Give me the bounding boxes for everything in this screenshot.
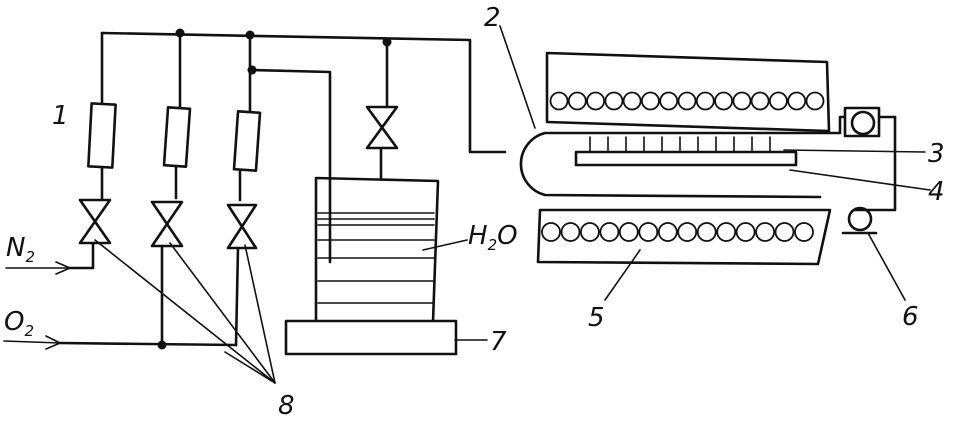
valve-middle bbox=[150, 200, 184, 248]
furnace-heater-bottom bbox=[536, 208, 832, 266]
heater-coil-turn bbox=[541, 222, 561, 242]
heater-coil-turn bbox=[638, 222, 659, 242]
heater-coil-turn bbox=[580, 222, 600, 242]
heater-coil-turn bbox=[618, 222, 639, 242]
heater-coil-turn bbox=[677, 91, 697, 111]
flowmeter-right bbox=[232, 110, 262, 172]
heater-coil-turn bbox=[560, 222, 581, 242]
flowmeter-middle bbox=[162, 106, 192, 168]
label-1: 1 bbox=[52, 101, 69, 131]
reactor-tube bbox=[519, 115, 897, 212]
valve-vapor bbox=[365, 105, 399, 150]
heater-coil-turn bbox=[805, 91, 825, 111]
label-4: 4 bbox=[928, 177, 945, 207]
heater-coil-turn bbox=[657, 222, 678, 242]
pipe-junctions bbox=[157, 28, 392, 350]
furnace-heater-top bbox=[545, 51, 831, 133]
inlet-arrows bbox=[3, 261, 71, 350]
label-n2: N2 bbox=[6, 233, 35, 266]
label-h2o: H2O bbox=[468, 221, 518, 254]
water-surface-lines bbox=[317, 212, 435, 304]
label-5: 5 bbox=[588, 303, 605, 333]
heater-coil-turn bbox=[599, 222, 620, 242]
heater-coil-turn bbox=[659, 91, 679, 111]
heater-coil-turn bbox=[549, 91, 569, 111]
water-bubbler bbox=[314, 176, 440, 324]
heater-coil-turn bbox=[586, 91, 605, 111]
heater-coil-turn bbox=[622, 91, 642, 111]
gas-piping bbox=[58, 31, 507, 347]
label-2: 2 bbox=[484, 3, 501, 33]
flowmeter-n2 bbox=[87, 102, 117, 169]
heater-coil-turn bbox=[787, 91, 807, 111]
label-7: 7 bbox=[490, 327, 507, 357]
wafer-boat bbox=[574, 150, 798, 167]
heater-coil-turn bbox=[769, 91, 788, 111]
heater-coil-turn bbox=[755, 222, 775, 242]
wafers bbox=[589, 136, 771, 153]
reactor-seal bbox=[841, 106, 881, 235]
bubbler-heater bbox=[284, 319, 458, 356]
heater-coil-turn bbox=[695, 91, 715, 111]
heater-coil-turn bbox=[567, 91, 587, 111]
flowmeters bbox=[87, 102, 262, 172]
heater-coil-turn bbox=[716, 222, 737, 242]
label-6: 6 bbox=[902, 302, 919, 332]
heater-coil-turn bbox=[677, 222, 698, 242]
heater-coil-turn bbox=[714, 91, 733, 111]
label-3: 3 bbox=[928, 139, 945, 169]
valve-right bbox=[226, 203, 258, 250]
leader-lines bbox=[94, 25, 931, 384]
valves bbox=[78, 105, 399, 250]
heater-coil-turn bbox=[732, 91, 752, 111]
label-o2: O2 bbox=[4, 307, 34, 340]
heater-coil-turn bbox=[604, 91, 624, 111]
heater-coil-turn bbox=[750, 91, 770, 111]
labels: 1 2 3 4 5 6 7 8 N2 O2 H2O bbox=[4, 3, 945, 421]
valve-n2 bbox=[78, 198, 112, 245]
heater-coil-turn bbox=[641, 91, 660, 111]
heater-coil-turn bbox=[794, 222, 814, 242]
label-8: 8 bbox=[278, 391, 295, 421]
heater-coil-turn bbox=[735, 222, 756, 242]
heater-coil-turn bbox=[696, 222, 717, 242]
heater-coil-turn bbox=[774, 222, 795, 242]
